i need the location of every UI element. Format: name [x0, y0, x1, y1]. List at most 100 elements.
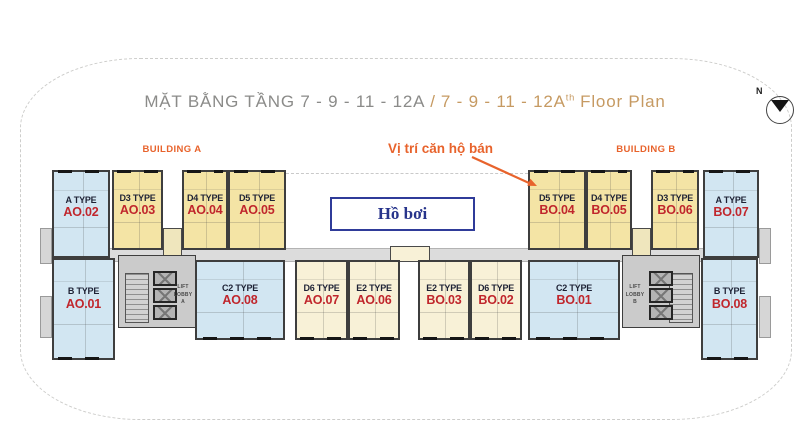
- staircase-icon: [125, 273, 149, 323]
- unit-code: BO.08: [711, 297, 748, 312]
- unit-type-label: C2 TYPE: [221, 282, 259, 293]
- building-b-label: BUILDING B: [616, 144, 676, 155]
- page-title: MẶT BẰNG TẦNG 7 - 9 - 11 - 12A/7 - 9 - 1…: [0, 92, 810, 112]
- sale-position-arrow-icon: [471, 155, 537, 186]
- unit-type-label: E2 TYPE: [426, 282, 462, 293]
- elevator-icon: [153, 305, 177, 320]
- site-boundary-outline: [20, 58, 792, 420]
- elevator-shafts: [649, 271, 673, 322]
- unit-type-label: C2 TYPE: [555, 282, 593, 293]
- compass-icon: N: [752, 84, 802, 134]
- unit-type-label: D3 TYPE: [119, 192, 156, 203]
- unit-code: AO.02: [63, 205, 99, 220]
- balcony-stub: [40, 296, 52, 338]
- unit-type-label: E2 TYPE: [356, 282, 392, 293]
- unit-code: BO.05: [591, 203, 627, 218]
- unit-code: AO.01: [65, 297, 102, 312]
- elevator-icon: [153, 271, 177, 286]
- pool-deck-edge: [286, 173, 528, 174]
- pool-label: Hồ bơi: [377, 204, 428, 223]
- connector-block: [632, 228, 651, 258]
- unit-code: BO.01: [556, 293, 592, 308]
- unit-type-label: B TYPE: [713, 286, 746, 297]
- elevator-icon: [649, 288, 673, 303]
- elevator-icon: [649, 305, 673, 320]
- balcony-stub: [759, 228, 771, 264]
- unit-type-label: D6 TYPE: [303, 282, 340, 293]
- balcony-stub: [759, 296, 771, 338]
- unit-code: AO.08: [222, 293, 258, 308]
- title-english-tail: Floor Plan: [580, 92, 666, 111]
- elevator-icon: [649, 271, 673, 286]
- unit-code: BO.07: [713, 205, 749, 220]
- unit-code: AO.07: [303, 293, 340, 308]
- unit-type-label: A TYPE: [715, 194, 747, 205]
- unit-type-label: D5 TYPE: [238, 192, 276, 203]
- balcony-stub: [40, 228, 52, 264]
- unit-code: BO.03: [426, 293, 462, 308]
- connector-block: [390, 246, 430, 262]
- connector-block: [163, 228, 182, 258]
- building-a-label: BUILDING A: [142, 144, 202, 155]
- title-separator: /: [430, 92, 436, 111]
- unit-type-label: A TYPE: [65, 194, 97, 205]
- title-superscript: th: [565, 92, 576, 103]
- unit-type-label: B TYPE: [67, 286, 100, 297]
- unit-type-label: D4 TYPE: [590, 192, 628, 203]
- unit-type-label: D6 TYPE: [477, 282, 515, 293]
- unit-code: AO.03: [119, 203, 156, 218]
- unit-code: BO.02: [478, 293, 514, 308]
- title-english: 7 - 9 - 11 - 12A: [440, 92, 566, 111]
- unit-type-label: D5 TYPE: [538, 192, 576, 203]
- unit-code: AO.05: [239, 203, 275, 218]
- unit-code: AO.04: [187, 203, 223, 218]
- elevator-icon: [153, 288, 177, 303]
- title-vietnamese: MẶT BẰNG TẦNG 7 - 9 - 11 - 12A: [144, 92, 426, 111]
- compass-north-label: N: [756, 86, 763, 96]
- unit-type-label: D3 TYPE: [656, 192, 694, 203]
- unit-code: BO.06: [657, 203, 693, 218]
- unit-type-label: D4 TYPE: [186, 192, 224, 203]
- sale-position-label: Vị trí căn hộ bán: [387, 141, 493, 156]
- pool-label-box: Hồ bơi: [330, 197, 475, 231]
- unit-code: AO.06: [356, 293, 392, 308]
- elevator-shafts: [153, 271, 177, 322]
- compass-needle: [771, 100, 789, 112]
